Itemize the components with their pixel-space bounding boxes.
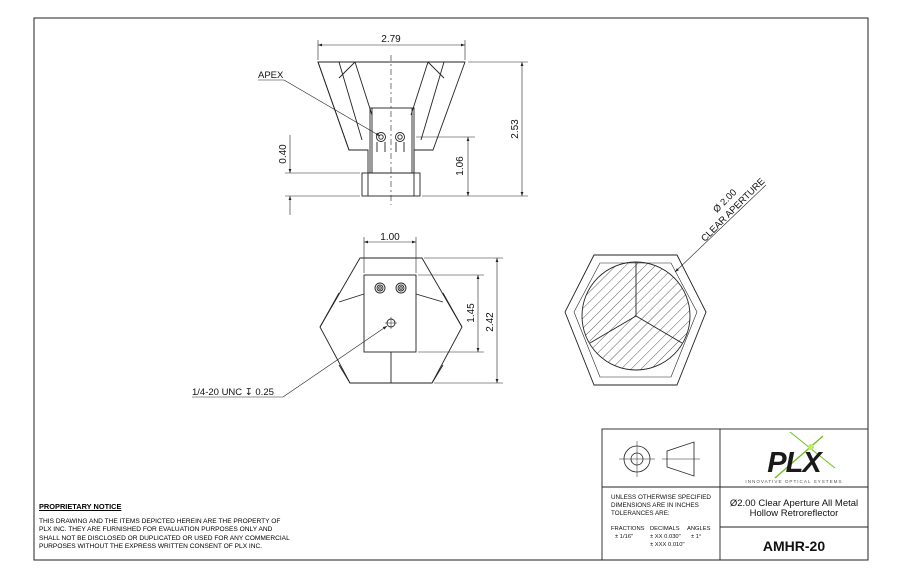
apex-label: APEX — [258, 70, 284, 81]
sheet-border — [33, 17, 869, 561]
title-block — [601, 428, 869, 561]
notice-line: THIS DRAWING AND THE ITEMS DEPICTED HERE… — [39, 517, 281, 525]
front-mount-block — [369, 107, 415, 174]
angles-value: ± 1° — [691, 534, 701, 540]
logo-text: PLX — [767, 447, 823, 479]
front-dimensions — [258, 40, 528, 215]
front-mount-height-dim: 1.06 — [455, 156, 466, 176]
part-number: AMHR-20 — [763, 538, 825, 554]
front-view — [317, 55, 466, 205]
thread-note: 1/4-20 UNC ↧ 0.25 — [192, 387, 274, 398]
description-line-2: Hollow Retroreflector — [750, 508, 839, 519]
front-height-dim: 2.53 — [510, 119, 521, 139]
notice-line: SHALL NOT BE DISCLOSED OR DUPLICATED OR … — [39, 534, 290, 542]
fractions-label: FRACTIONS — [611, 526, 645, 532]
proprietary-notice: PROPRIETARY NOTICE THIS DRAWING AND THE … — [39, 502, 319, 552]
decimals-xxx: ± XXX 0.010" — [650, 542, 685, 548]
rear-view — [564, 254, 707, 386]
rear-dimensions — [674, 184, 767, 273]
angles-label: ANGLES — [687, 526, 711, 532]
projection-symbol — [619, 441, 700, 477]
front-screw-left — [376, 132, 386, 142]
notice-title: PROPRIETARY NOTICE — [39, 502, 122, 511]
bottom-view — [319, 257, 463, 384]
description-line-1: Ø2.00 Clear Aperture All Metal — [730, 498, 858, 509]
rear-hexagon-outline — [564, 254, 707, 386]
front-screw-right — [395, 132, 405, 142]
bottom-mount-height-dim: 1.45 — [466, 303, 477, 323]
front-body-outline — [317, 61, 466, 174]
decimals-xx: ± XX 0.030" — [650, 534, 681, 540]
logo-tagline: INNOVATIVE OPTICAL SYSTEMS — [745, 479, 842, 484]
bottom-screw-right — [395, 282, 407, 294]
notice-line: PURPOSES WITHOUT THE EXPRESS WRITTEN CON… — [39, 543, 263, 551]
bottom-mount-plate — [363, 274, 417, 353]
bottom-screw-left — [374, 282, 386, 294]
tolerance-line-3: TOLERANCES ARE: — [611, 510, 670, 517]
tolerance-line-1: UNLESS OTHERWISE SPECIFIED — [611, 494, 711, 501]
front-width-dim: 2.79 — [381, 34, 401, 45]
fractions-value: ± 1/16" — [615, 534, 633, 540]
bottom-mount-width-dim: 1.00 — [380, 232, 400, 243]
notice-line: PLX INC. THEY ARE FURNISHED FOR EVALUATI… — [39, 526, 273, 534]
decimals-label: DECIMALS — [650, 526, 680, 532]
plx-logo: PLX INNOVATIVE OPTICAL SYSTEMS — [745, 431, 842, 484]
tolerance-line-2: DIMENSIONS ARE IN INCHES — [611, 502, 699, 509]
front-base-height-dim: 0.40 — [278, 144, 289, 164]
bottom-dimensions — [192, 237, 503, 398]
bottom-overall-height-dim: 2.42 — [485, 312, 496, 332]
clear-aperture-label: CLEAR APERTURE — [699, 176, 767, 244]
